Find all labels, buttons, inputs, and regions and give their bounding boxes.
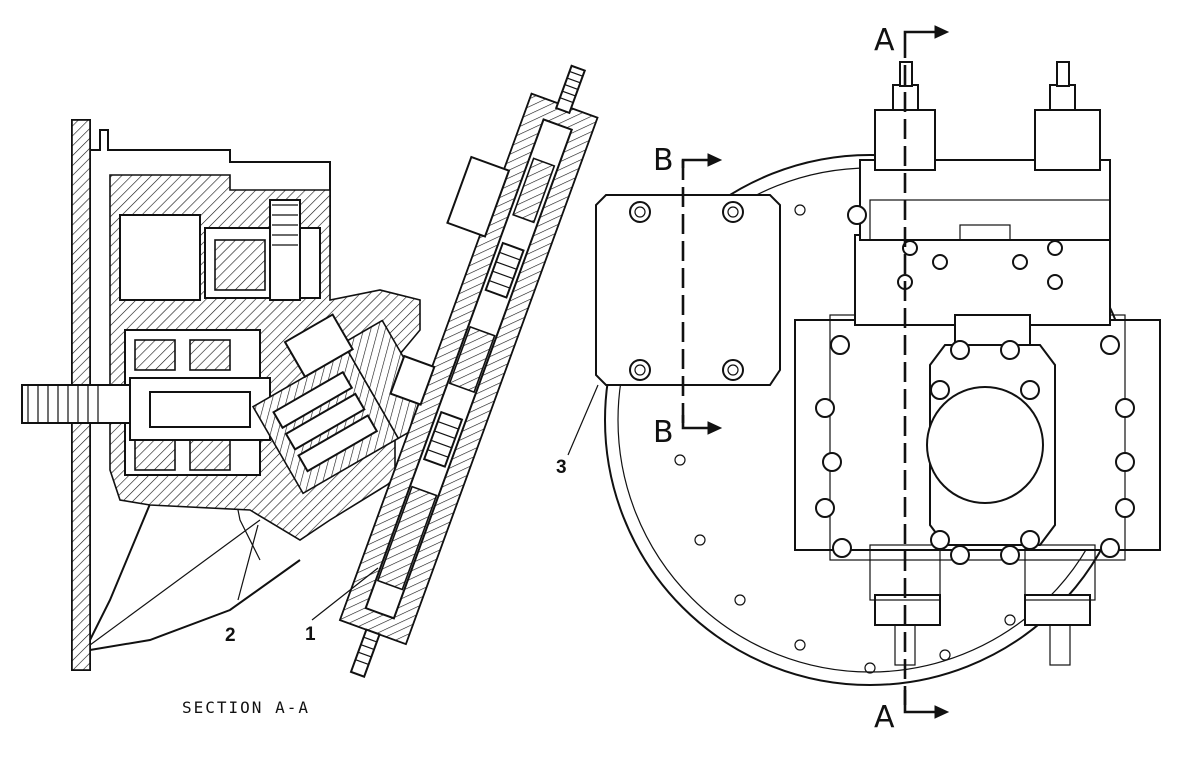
control-valve-assembly — [338, 64, 599, 678]
callout-3: 3 — [556, 457, 567, 478]
callout-1: 1 — [305, 624, 316, 645]
rotating-group — [251, 313, 439, 495]
section-marker-b-bottom: B — [653, 415, 674, 450]
arrow-a-bottom — [903, 690, 950, 719]
port-flange — [926, 314, 1056, 565]
leader-line-3 — [567, 384, 599, 456]
section-a-a-view — [21, 64, 599, 678]
arrow-a-top — [903, 25, 950, 39]
section-marker-a-top: A — [874, 23, 895, 58]
input-shaft — [21, 377, 271, 441]
arrow-b-bottom — [681, 415, 723, 435]
leader-line-2 — [237, 524, 259, 601]
cover-plate — [595, 194, 781, 386]
callout-2: 2 — [225, 625, 236, 646]
leader-line-1 — [311, 567, 379, 621]
section-marker-a-bottom: A — [874, 700, 895, 735]
arrow-b-top — [681, 153, 723, 168]
section-marker-b-top: B — [653, 143, 674, 178]
pump-body — [794, 61, 1161, 666]
body-bolts — [815, 205, 1135, 558]
front-view — [567, 25, 1161, 719]
section-caption: SECTION A-A — [182, 698, 310, 717]
